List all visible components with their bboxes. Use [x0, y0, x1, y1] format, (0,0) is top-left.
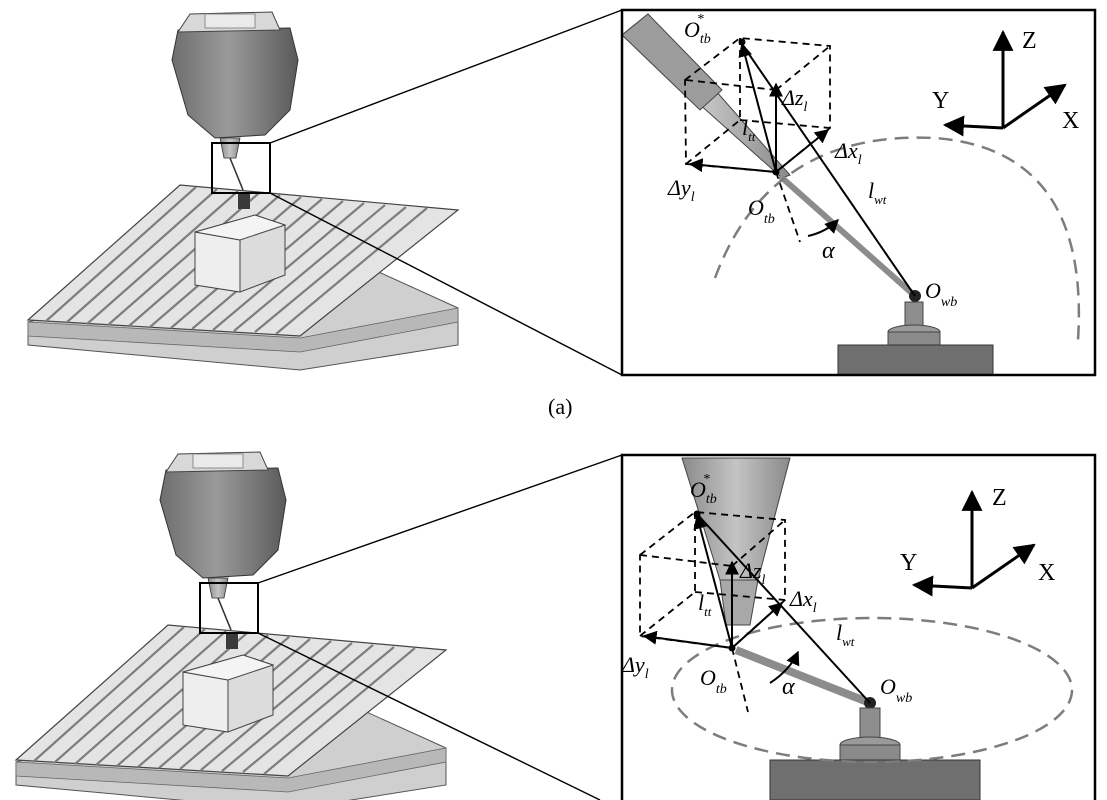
panel-a: Otb* Δzl ltt Δxl Δyl Otb lwt α Owb Z Y X… — [26, 8, 1097, 419]
axis-label-y: Y — [932, 88, 949, 114]
axis-label-z: Z — [1022, 28, 1037, 54]
label-o-tb: Otb — [748, 195, 775, 227]
label-alpha: α — [782, 674, 795, 700]
panel-caption-a: (a) — [548, 394, 572, 419]
label-ltt: ltt — [742, 115, 756, 144]
zoom-leader-bottom — [257, 632, 601, 800]
label-o-tb: Otb — [700, 665, 727, 697]
label-dx: Δxl — [789, 586, 817, 616]
zoom-leader-bottom — [269, 192, 623, 376]
label-alpha: α — [822, 238, 835, 264]
label-ltt: ltt — [698, 590, 712, 619]
axis-label-z: Z — [992, 485, 1007, 511]
label-dy: Δyl — [667, 175, 695, 205]
label-dz: Δzl — [739, 558, 765, 588]
label-lwt: lwt — [868, 178, 887, 207]
detail-frame — [620, 8, 1097, 377]
axis-label-x: X — [1038, 560, 1055, 586]
label-o-wb: Owb — [880, 674, 912, 706]
label-o-tb-star: Otb* — [690, 472, 717, 507]
machine-illustration — [26, 10, 460, 372]
label-dy: Δyl — [621, 652, 649, 682]
panel-b: Otb* Δzl ltt Δxl lwt Δyl Otb α Owb Z Y X — [14, 450, 1097, 800]
axis-label-x: X — [1062, 108, 1079, 134]
machine-illustration — [14, 450, 448, 800]
label-dz: Δzl — [781, 85, 807, 115]
detail-view — [640, 458, 1072, 800]
detail-frame — [620, 453, 1097, 800]
axis-label-y: Y — [900, 550, 917, 576]
label-o-wb: Owb — [925, 278, 957, 310]
zoom-leader-top — [269, 9, 623, 144]
label-lwt: lwt — [836, 620, 855, 649]
label-dx: Δxl — [834, 138, 862, 168]
label-o-tb-star: Otb* — [684, 12, 711, 47]
zoom-leader-top — [257, 454, 623, 584]
